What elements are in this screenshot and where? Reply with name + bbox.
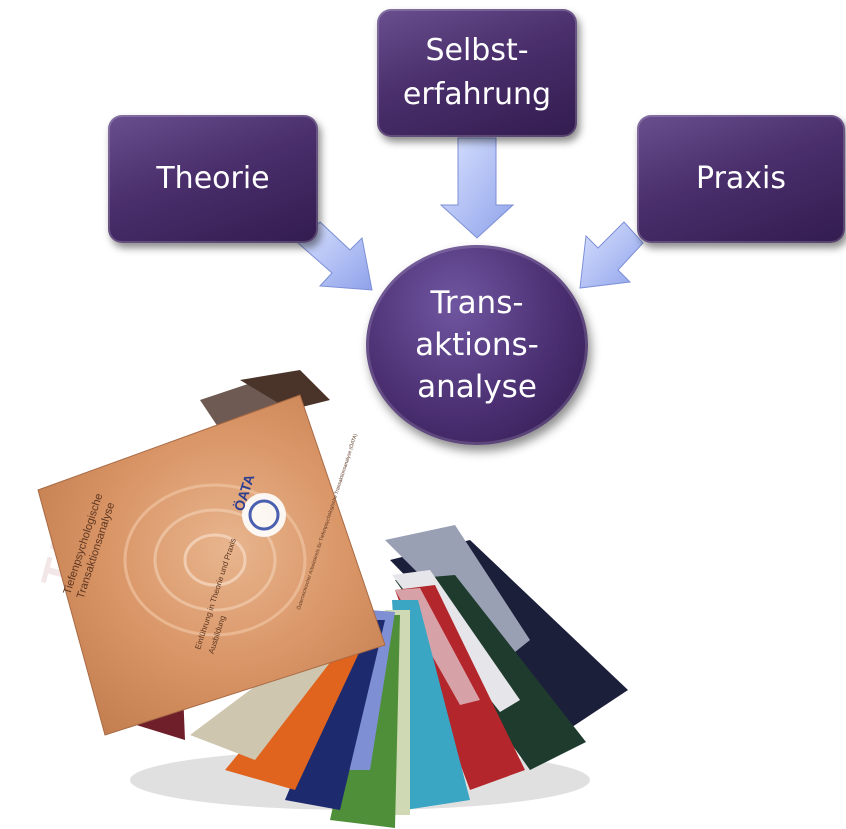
cover-ripple-3 [183,533,247,587]
selbsterfahrung-line-1: Selbst- [425,33,529,68]
transaktionsanalyse-circle: Trans- aktions- analyse [366,245,588,445]
theorie-label: Theorie [156,161,270,196]
center-line-3: analyse [417,369,537,405]
book-teal [392,600,470,810]
arrow-down [439,137,515,239]
arrow-from-praxis [579,221,644,289]
arrow-from-theorie [297,221,373,291]
oata-logo-ring [248,499,280,531]
selbsterfahrung-line-2: erfahrung [402,77,552,112]
cover-ripple-2 [153,508,277,612]
selbsterfahrung-box: Selbst- erfahrung [377,9,577,137]
theorie-box: Theorie [108,115,318,243]
oata-logo-circle [242,493,286,537]
praxis-box: Praxis [637,115,845,243]
center-line-1: Trans- [430,285,524,321]
center-line-2: aktions- [415,327,539,363]
cover-ripple-1 [123,483,307,637]
front-book-cover [37,394,386,736]
book-dark-brown [240,370,330,410]
praxis-label: Praxis [696,161,786,196]
book-navy [285,620,385,810]
front-book: ÖATA Tiefenpsychologische Transaktionsan… [37,394,386,736]
